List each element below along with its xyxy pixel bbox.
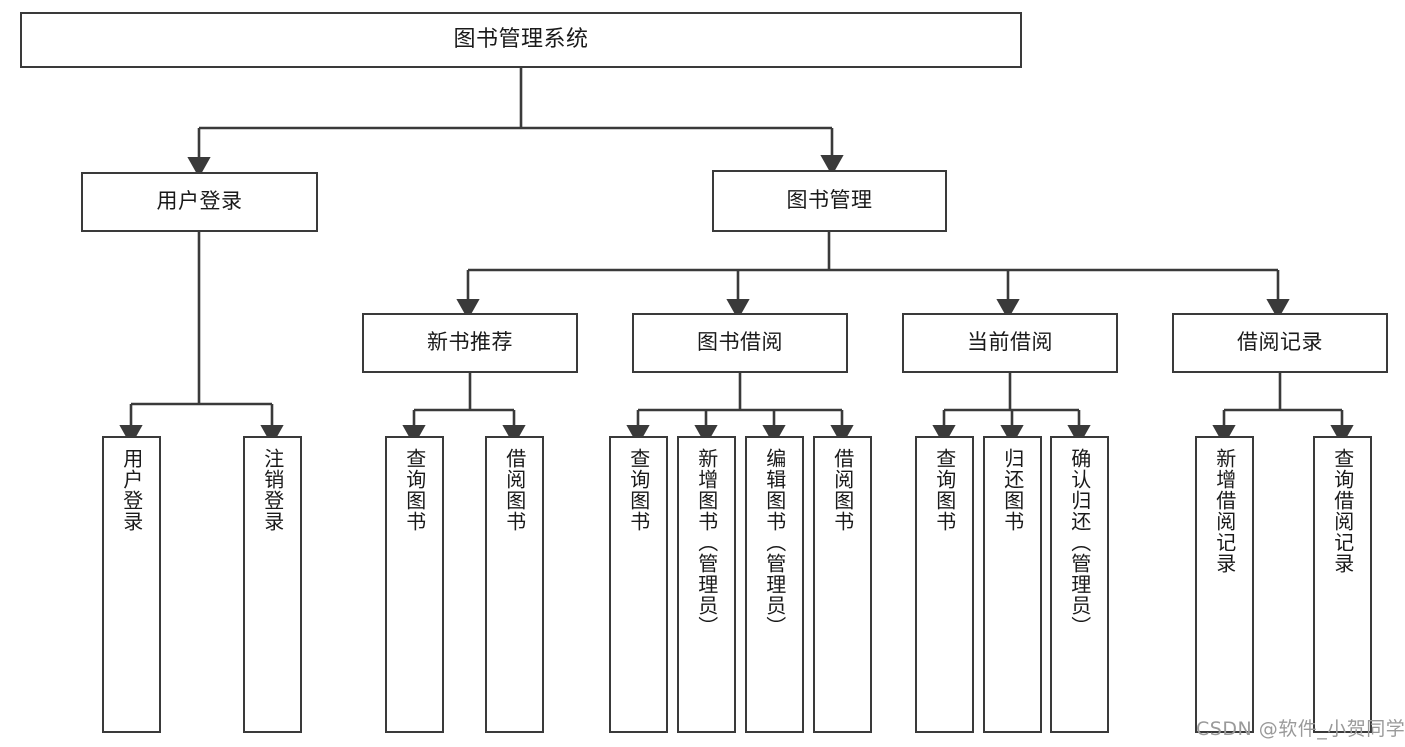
node-leaf-query-book-1-label: 查询图书	[402, 448, 427, 532]
node-leaf-add-record[interactable]: 新增借阅记录	[1195, 436, 1254, 733]
node-leaf-borrow-book-1-label: 借阅图书	[502, 448, 527, 532]
csdn-watermark: CSDN @软件_小贺同学	[1196, 718, 1405, 740]
node-leaf-user-login-label: 用户登录	[119, 448, 144, 532]
node-leaf-add-book[interactable]: 新增图书（管理员）	[677, 436, 736, 733]
node-leaf-edit-book-label: 编辑图书（管理员）	[762, 448, 787, 637]
node-leaf-edit-book[interactable]: 编辑图书（管理员）	[745, 436, 804, 733]
node-leaf-add-book-label: 新增图书（管理员）	[694, 448, 719, 637]
node-leaf-logout-label: 注销登录	[260, 448, 285, 532]
node-book-borrow-label: 图书借阅	[697, 330, 783, 355]
node-leaf-confirm-return[interactable]: 确认归还（管理员）	[1050, 436, 1109, 733]
node-leaf-confirm-return-label: 确认归还（管理员）	[1067, 448, 1092, 637]
node-leaf-query-book-1[interactable]: 查询图书	[385, 436, 444, 733]
node-leaf-query-book-3[interactable]: 查询图书	[915, 436, 974, 733]
node-leaf-query-book-2[interactable]: 查询图书	[609, 436, 668, 733]
node-leaf-return-book-label: 归还图书	[1000, 448, 1025, 532]
node-book-borrow[interactable]: 图书借阅	[632, 313, 848, 373]
node-current-borrow-label: 当前借阅	[967, 330, 1053, 355]
node-current-borrow[interactable]: 当前借阅	[902, 313, 1118, 373]
node-user-login-label: 用户登录	[156, 189, 243, 214]
node-borrow-record-label: 借阅记录	[1237, 330, 1323, 355]
node-book-manage-label: 图书管理	[786, 188, 873, 213]
node-leaf-user-login[interactable]: 用户登录	[102, 436, 161, 733]
node-leaf-add-record-label: 新增借阅记录	[1212, 448, 1237, 574]
node-root[interactable]: 图书管理系统	[20, 12, 1022, 68]
node-new-book-recommend-label: 新书推荐	[427, 330, 513, 355]
node-new-book-recommend[interactable]: 新书推荐	[362, 313, 578, 373]
node-borrow-record[interactable]: 借阅记录	[1172, 313, 1388, 373]
node-leaf-query-book-3-label: 查询图书	[932, 448, 957, 532]
node-leaf-query-book-2-label: 查询图书	[626, 448, 651, 532]
node-book-manage[interactable]: 图书管理	[712, 170, 947, 232]
node-leaf-query-record[interactable]: 查询借阅记录	[1313, 436, 1372, 733]
node-leaf-borrow-book-2[interactable]: 借阅图书	[813, 436, 872, 733]
node-leaf-logout[interactable]: 注销登录	[243, 436, 302, 733]
node-leaf-borrow-book-2-label: 借阅图书	[830, 448, 855, 532]
node-leaf-borrow-book-1[interactable]: 借阅图书	[485, 436, 544, 733]
node-leaf-return-book[interactable]: 归还图书	[983, 436, 1042, 733]
node-leaf-query-record-label: 查询借阅记录	[1330, 448, 1355, 574]
node-user-login[interactable]: 用户登录	[81, 172, 318, 232]
node-root-label: 图书管理系统	[453, 26, 589, 52]
